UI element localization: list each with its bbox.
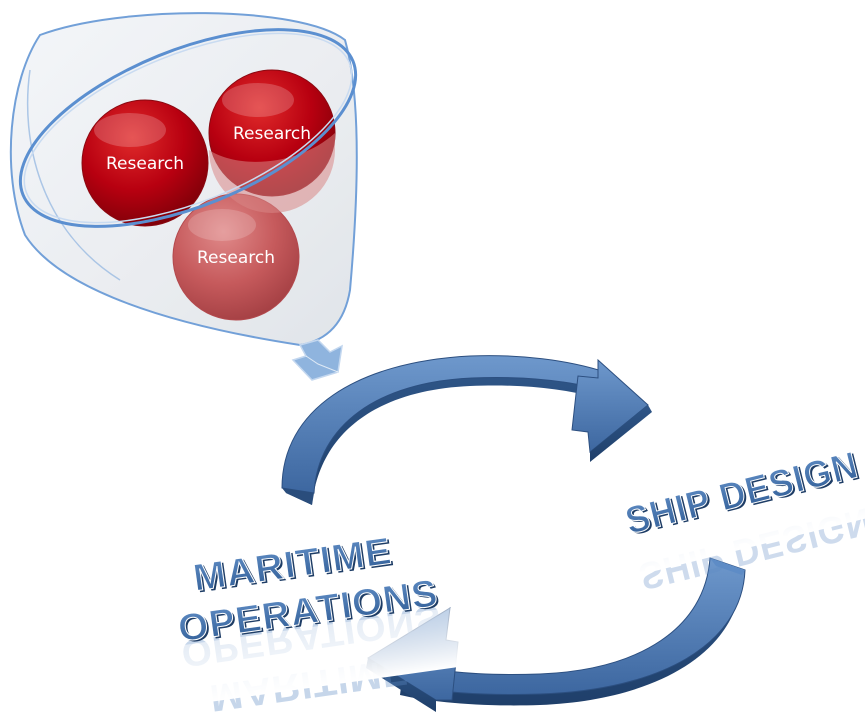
funnel-inner-edge	[26, 69, 121, 281]
research-ball-3-label: Research	[197, 248, 275, 268]
research-ball-2-label: Research	[233, 124, 311, 144]
research-ball-3: Research	[172, 193, 300, 321]
funnel-rim	[18, 28, 358, 228]
cycle-arrow-top	[281, 355, 652, 505]
research-ball-1-label: Research	[106, 154, 184, 174]
research-ball-1: Research	[81, 99, 209, 227]
funnel-down-arrow	[291, 339, 343, 381]
